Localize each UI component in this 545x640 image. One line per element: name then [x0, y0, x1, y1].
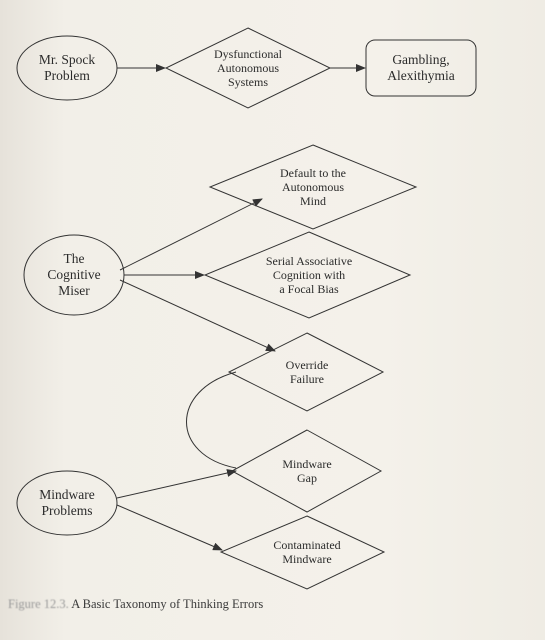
arrow-miser-to-override: [119, 279, 276, 352]
default-autonomous-diamond: [208, 144, 418, 230]
mindware-problems-ellipse: [16, 470, 118, 536]
contaminated-label: Contaminated Mindware: [273, 538, 341, 566]
gambling-label: Gambling, Alexithymia: [387, 52, 455, 83]
miser-label: The Cognitive Miser: [47, 251, 101, 298]
caption-text: A Basic Taxonomy of Thinking Errors: [71, 597, 264, 611]
caption-number: Figure 12.3.: [8, 597, 69, 611]
override-label: Override Failure: [285, 358, 329, 386]
serial-associative-label: Serial Associative Cognition with a Foca…: [265, 254, 353, 296]
serial-associative-diamond: [203, 231, 412, 319]
gambling-box: [365, 39, 477, 97]
contaminated-diamond: [219, 515, 386, 590]
arc-override-gap: [186, 371, 237, 469]
arrow-mindware-to-gap: [116, 469, 237, 499]
mindware-gap-label: Mindware Gap: [282, 457, 332, 485]
spock-label: Mr. Spock Problem: [38, 52, 96, 83]
arrow-mindware-to-contaminated: [116, 504, 223, 551]
figure-caption: Figure 12.3. A Basic Taxonomy of Thinkin…: [8, 597, 263, 612]
override-diamond: [227, 332, 385, 412]
dysfunctional-diamond: [164, 27, 332, 109]
default-autonomous-label: Default to the Autonomous Mind: [280, 166, 346, 208]
mindware-gap-diamond: [230, 429, 383, 513]
mindware-problems-label: Mindware Problems: [39, 487, 95, 518]
dysfunctional-label: Dysfunctional Autonomous Systems: [214, 47, 282, 89]
arrow-miser-to-default: [119, 198, 263, 271]
